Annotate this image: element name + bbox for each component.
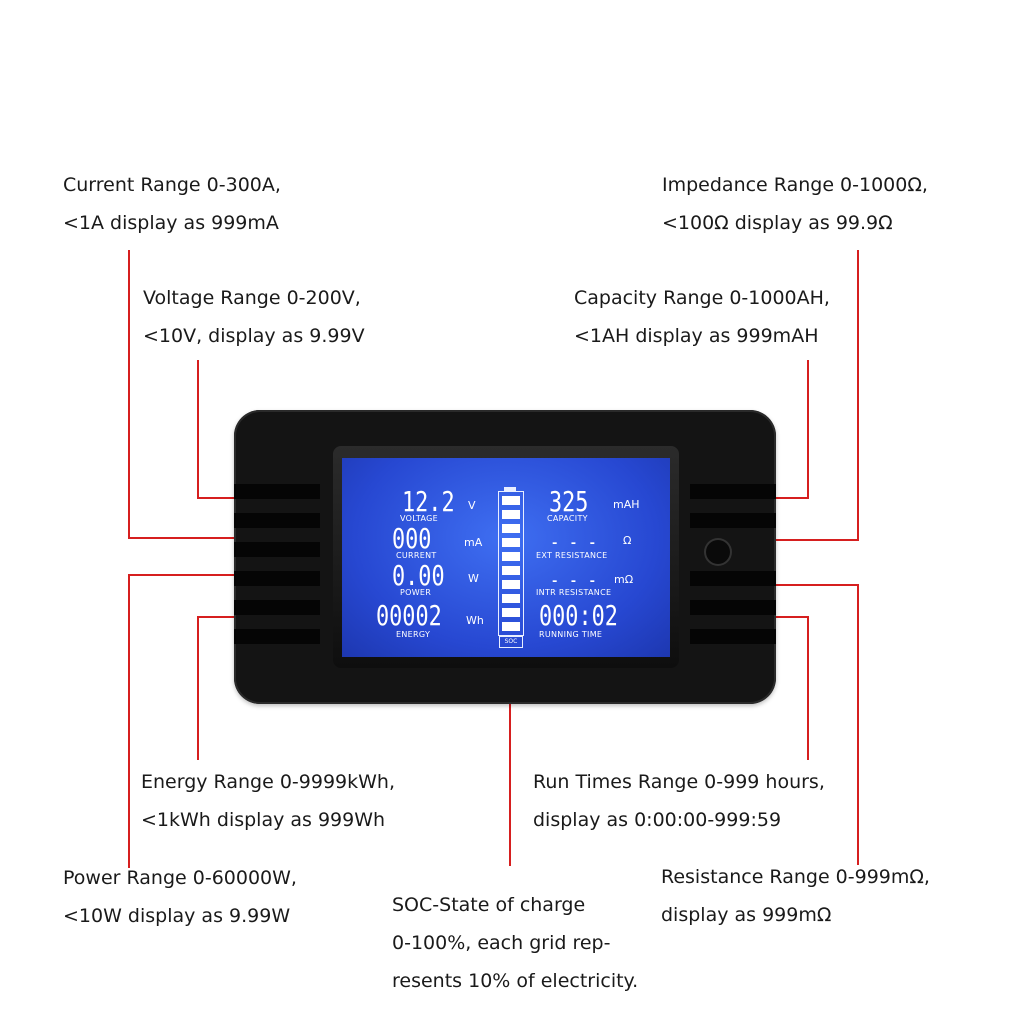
annotation-resistance: Resistance Range 0-999mΩ, display as 999…: [661, 858, 930, 934]
energy-label: ENERGY: [396, 630, 431, 639]
vent-slot-left: [234, 629, 320, 644]
annotation-soc-line2: 0-100%, each grid rep-: [392, 932, 611, 954]
lcd-screen: 12.2 VOLTAGE V 000 CURRENT mA 0.00 POWER…: [342, 458, 670, 657]
annotation-energy-line1: Energy Range 0-9999kWh,: [141, 771, 395, 793]
intr-resistance-unit: mΩ: [614, 573, 634, 586]
voltage-label: VOLTAGE: [400, 514, 438, 523]
soc-grid-cell: [502, 496, 520, 505]
annotation-soc-line1: SOC-State of charge: [392, 894, 586, 916]
soc-battery-gauge: [498, 491, 524, 636]
soc-grid-cell: [502, 622, 520, 631]
running-time-value: 000:02: [539, 599, 618, 632]
annotation-capacity-line1: Capacity Range 0-1000AH,: [574, 287, 830, 309]
soc-grid-cell: [502, 538, 520, 547]
capacity-value: 325: [549, 485, 589, 518]
running-time-label: RUNNING TIME: [539, 630, 603, 639]
battery-terminal: [504, 487, 516, 491]
soc-grid-cell: [502, 594, 520, 603]
annotation-soc-line3: resents 10% of electricity.: [392, 970, 639, 992]
annotation-capacity: Capacity Range 0-1000AH, <1AH display as…: [574, 279, 830, 355]
energy-unit: Wh: [466, 614, 484, 627]
vent-slot-right: [690, 629, 776, 644]
annotation-voltage-line1: Voltage Range 0-200V,: [143, 287, 361, 309]
annotation-runtime: Run Times Range 0-999 hours, display as …: [533, 763, 825, 839]
soc-grid-cell: [502, 552, 520, 561]
current-label: CURRENT: [396, 551, 437, 560]
annotation-current: Current Range 0-300A, <1A display as 999…: [63, 166, 281, 242]
annotation-power-line1: Power Range 0-60000W,: [63, 867, 297, 889]
capacity-unit: mAH: [613, 498, 640, 511]
annotation-energy-line2: <1kWh display as 999Wh: [141, 809, 386, 831]
intr-resistance-value: - - -: [550, 568, 597, 592]
annotation-soc: SOC-State of charge 0-100%, each grid re…: [392, 886, 638, 1000]
annotation-runtime-line1: Run Times Range 0-999 hours,: [533, 771, 825, 793]
annotation-resistance-line2: display as 999mΩ: [661, 904, 832, 926]
annotation-impedance-line1: Impedance Range 0-1000Ω,: [662, 174, 928, 196]
reset-button[interactable]: [706, 540, 730, 564]
vent-slot-right: [690, 513, 776, 528]
vent-slot-left: [234, 484, 320, 499]
annotation-energy: Energy Range 0-9999kWh, <1kWh display as…: [141, 763, 395, 839]
voltage-unit: V: [468, 499, 476, 512]
vent-slot-left: [234, 571, 320, 586]
power-unit: W: [468, 572, 479, 585]
ext-resistance-unit: Ω: [623, 534, 632, 547]
annotation-voltage-line2: <10V, display as 9.99V: [143, 325, 365, 347]
vent-slot-right: [690, 600, 776, 615]
annotation-power-line2: <10W display as 9.99W: [63, 905, 291, 927]
soc-grid-cell: [502, 524, 520, 533]
annotation-current-line1: Current Range 0-300A,: [63, 174, 281, 196]
annotation-capacity-line2: <1AH display as 999mAH: [574, 325, 819, 347]
vent-slot-left: [234, 600, 320, 615]
vent-slot-left: [234, 513, 320, 528]
annotation-voltage: Voltage Range 0-200V, <10V, display as 9…: [143, 279, 365, 355]
annotation-impedance: Impedance Range 0-1000Ω, <100Ω display a…: [662, 166, 928, 242]
energy-value: 00002: [376, 599, 442, 632]
annotation-impedance-line2: <100Ω display as 99.9Ω: [662, 212, 893, 234]
vent-slot-right: [690, 484, 776, 499]
capacity-label: CAPACITY: [547, 514, 588, 523]
soc-grid-cell: [502, 580, 520, 589]
vent-slot-left: [234, 542, 320, 557]
annotation-current-line2: <1A display as 999mA: [63, 212, 279, 234]
annotation-power: Power Range 0-60000W, <10W display as 9.…: [63, 859, 297, 935]
current-value: 000: [392, 522, 432, 555]
soc-grid-cell: [502, 608, 520, 617]
soc-grid-cell: [502, 566, 520, 575]
vent-slot-right: [690, 571, 776, 586]
soc-grid-cell: [502, 510, 520, 519]
ext-resistance-value: - - -: [550, 530, 597, 554]
current-unit: mA: [464, 536, 483, 549]
soc-label: SOC: [499, 636, 523, 648]
voltage-value: 12.2: [402, 485, 455, 518]
annotation-runtime-line2: display as 0:00:00-999:59: [533, 809, 782, 831]
annotation-resistance-line1: Resistance Range 0-999mΩ,: [661, 866, 930, 888]
intr-resistance-label: INTR RESISTANCE: [536, 588, 612, 597]
power-value: 0.00: [392, 559, 445, 592]
ext-resistance-label: EXT RESISTANCE: [536, 551, 608, 560]
power-label: POWER: [400, 588, 432, 597]
